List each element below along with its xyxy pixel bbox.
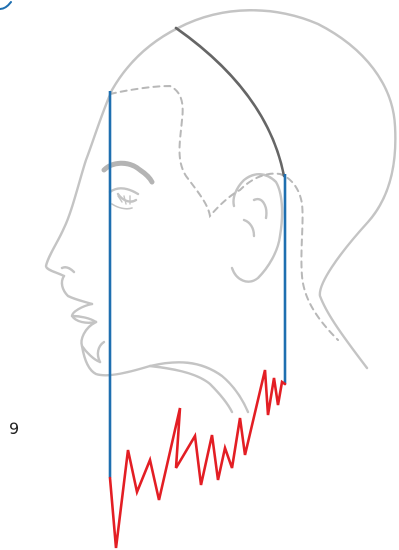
hairline-guide [109,84,339,341]
crown-section-arc [174,26,286,178]
head-profile-icon [44,9,397,414]
zigzag-point-cut [108,369,287,549]
step-number: 9 [9,419,20,438]
corner-mark-icon [0,1,12,10]
